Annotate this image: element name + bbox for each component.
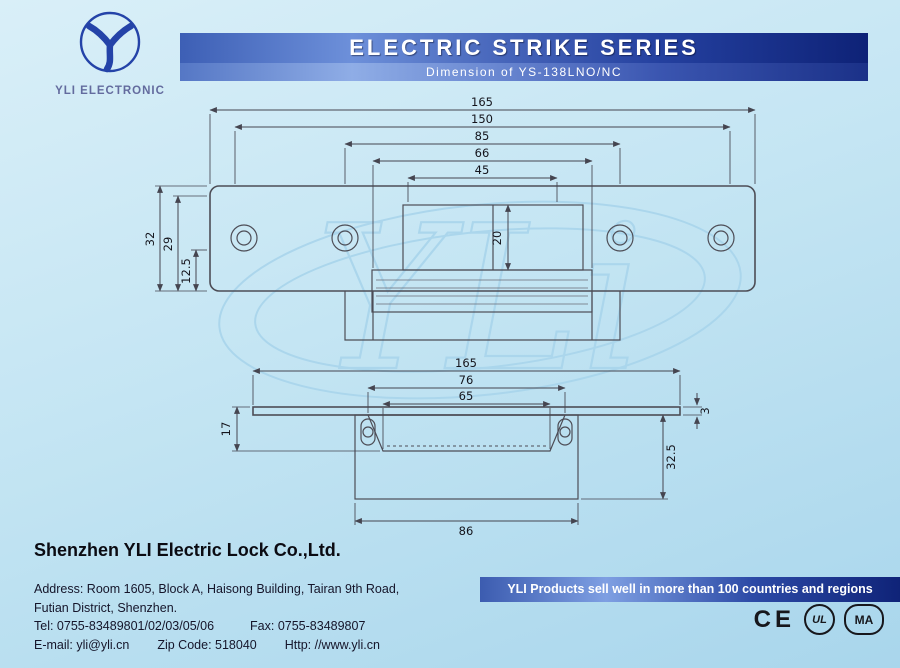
dim-plate-height-32: 32 <box>143 185 207 292</box>
front-view-drawing: 165 150 85 66 45 32 <box>143 95 756 341</box>
dim-side-165-label: 165 <box>455 356 477 370</box>
slogan-text: YLI Products sell well in more than 100 … <box>507 582 873 596</box>
dim-recess-top-76: 76 <box>367 373 566 413</box>
dim-hole-spacing-150: 150 <box>234 112 731 184</box>
dim-86-label: 86 <box>459 524 474 538</box>
dim-latch-width-45: 45 <box>407 163 558 202</box>
side-view-drawing: 165 76 65 17 3 32.5 <box>219 356 712 538</box>
series-title: ELECTRIC STRIKE SERIES <box>180 33 868 63</box>
dim-keeper-height-20: 20 <box>490 204 511 271</box>
yli-logo-mark-icon <box>79 11 141 73</box>
contact-block: Address: Room 1605, Block A, Haisong Bui… <box>34 580 399 654</box>
dim-side-width-165: 165 <box>252 356 681 405</box>
strike-body-front <box>344 291 621 341</box>
dim-85-label: 85 <box>475 129 490 143</box>
dim-32-label: 32 <box>143 232 157 247</box>
dim-recess-bottom-65: 65 <box>382 389 551 449</box>
dim-150-label: 150 <box>471 112 493 126</box>
dim-body-width-85: 85 <box>344 129 621 184</box>
keeper-recess <box>367 414 566 452</box>
certification-marks: CE UL MA <box>754 604 884 635</box>
strike-body-side <box>354 414 579 500</box>
dim-165-label: 165 <box>471 95 493 109</box>
fax-label: Fax: 0755-83489807 <box>250 619 366 633</box>
dim-66-label: 66 <box>475 146 490 160</box>
ce-mark-icon: CE <box>753 605 795 633</box>
dim-29-label: 29 <box>161 237 175 252</box>
dim-3-label: 3 <box>698 407 712 414</box>
tel-label: Tel: 0755-83489801/02/03/05/06 <box>34 619 215 633</box>
strike-side-outline <box>252 406 681 500</box>
rubber-pad <box>371 269 593 313</box>
slot-hole-left <box>360 418 376 446</box>
logo-text: YLI ELECTRONIC <box>55 85 165 97</box>
address-line-1: Address: Room 1605, Block A, Haisong Bui… <box>34 582 400 596</box>
screw-hole-1 <box>230 224 258 252</box>
email-label: E-mail: yli@yli.cn <box>34 637 130 652</box>
faceplate-edge <box>252 406 681 416</box>
dim-height-12-5: 12.5 <box>179 249 207 292</box>
ma-mark-icon: MA <box>844 604 884 635</box>
address-line-2: Futian District, Shenzhen. <box>34 600 178 615</box>
screw-hole-4 <box>707 224 735 252</box>
dim-32-5-label: 32.5 <box>664 444 678 470</box>
http-label: Http: //www.yli.cn <box>284 637 380 652</box>
yli-watermark-icon: YLi <box>218 182 742 417</box>
dim-plate-thickness-3: 3 <box>683 393 712 429</box>
dim-65-label: 65 <box>459 389 474 403</box>
company-logo: YLI ELECTRONIC <box>50 6 170 97</box>
model-subtitle: Dimension of YS-138LNO/NC <box>180 63 868 81</box>
screw-hole-3 <box>606 224 634 252</box>
header-banner: ELECTRIC STRIKE SERIES Dimension of YS-1… <box>180 33 868 81</box>
dim-45-label: 45 <box>475 163 490 177</box>
ul-mark-icon: UL <box>804 604 835 635</box>
dim-76-label: 76 <box>459 373 474 387</box>
dim-17-label: 17 <box>219 422 233 437</box>
dim-20-label: 20 <box>490 231 504 246</box>
dim-12-5-label: 12.5 <box>179 258 193 284</box>
slot-hole-right <box>557 418 573 446</box>
screw-hole-2 <box>331 224 359 252</box>
dim-body-width-86: 86 <box>354 503 579 538</box>
dim-body-depth-32-5: 32.5 <box>581 414 678 500</box>
strike-plate-front <box>209 185 756 341</box>
company-name: Shenzhen YLI Electric Lock Co.,Ltd. <box>34 540 341 560</box>
dim-pad-width-66: 66 <box>372 146 593 268</box>
dim-overall-width-165: 165 <box>209 95 756 184</box>
dim-depth-17: 17 <box>219 406 380 452</box>
zip-label: Zip Code: 518040 <box>157 637 257 652</box>
slogan-banner: YLI Products sell well in more than 100 … <box>480 577 900 602</box>
dim-height-29: 29 <box>161 195 207 292</box>
watermark-text: YLi <box>316 183 645 416</box>
